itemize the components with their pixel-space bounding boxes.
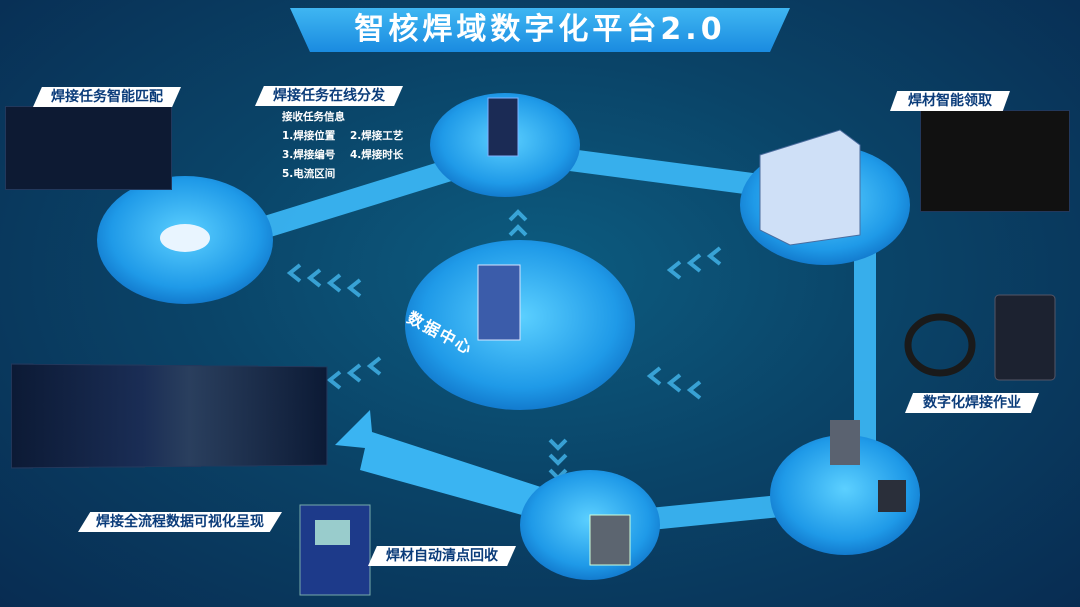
task-info-item: 4.焊接时长 xyxy=(350,149,404,161)
task-info-item: 5.电流区间 xyxy=(282,168,336,180)
label-recycle: 焊材自动清点回收 xyxy=(368,546,516,566)
welding-material-photo xyxy=(920,110,1070,212)
cloud-icon xyxy=(160,224,210,252)
label-task-dispatch: 焊接任务在线分发 xyxy=(255,86,403,106)
task-info-heading: 接收任务信息 xyxy=(282,111,345,123)
return-arrow xyxy=(335,410,550,520)
label-task-match: 焊接任务智能匹配 xyxy=(33,87,181,107)
label-visualization: 焊接全流程数据可视化呈现 xyxy=(78,512,282,532)
task-info-item: 2.焊接工艺 xyxy=(350,130,404,142)
server-icon xyxy=(477,97,521,341)
visualization-screens xyxy=(10,363,328,469)
welding-equipment-icon xyxy=(830,294,1056,512)
disk-welding xyxy=(770,435,920,555)
flow-chevrons xyxy=(286,209,722,481)
recycle-machine-icon xyxy=(589,514,631,566)
label-material-pickup: 焊材智能领取 xyxy=(890,91,1010,111)
task-info-item: 1.焊接位置 xyxy=(282,130,336,142)
task-match-screenshot xyxy=(5,106,172,190)
counting-device-icon xyxy=(299,504,371,596)
task-info: 接收任务信息 1.焊接位置 2.焊接工艺 3.焊接编号 4.焊接时长 5.电流区间 xyxy=(282,108,418,184)
page-title: 智核焊域数字化平台2.0 xyxy=(290,8,790,52)
task-info-item: 3.焊接编号 xyxy=(282,149,336,161)
building-icon xyxy=(759,129,861,246)
label-digital-welding: 数字化焊接作业 xyxy=(905,393,1039,413)
connection-bands xyxy=(236,149,876,531)
